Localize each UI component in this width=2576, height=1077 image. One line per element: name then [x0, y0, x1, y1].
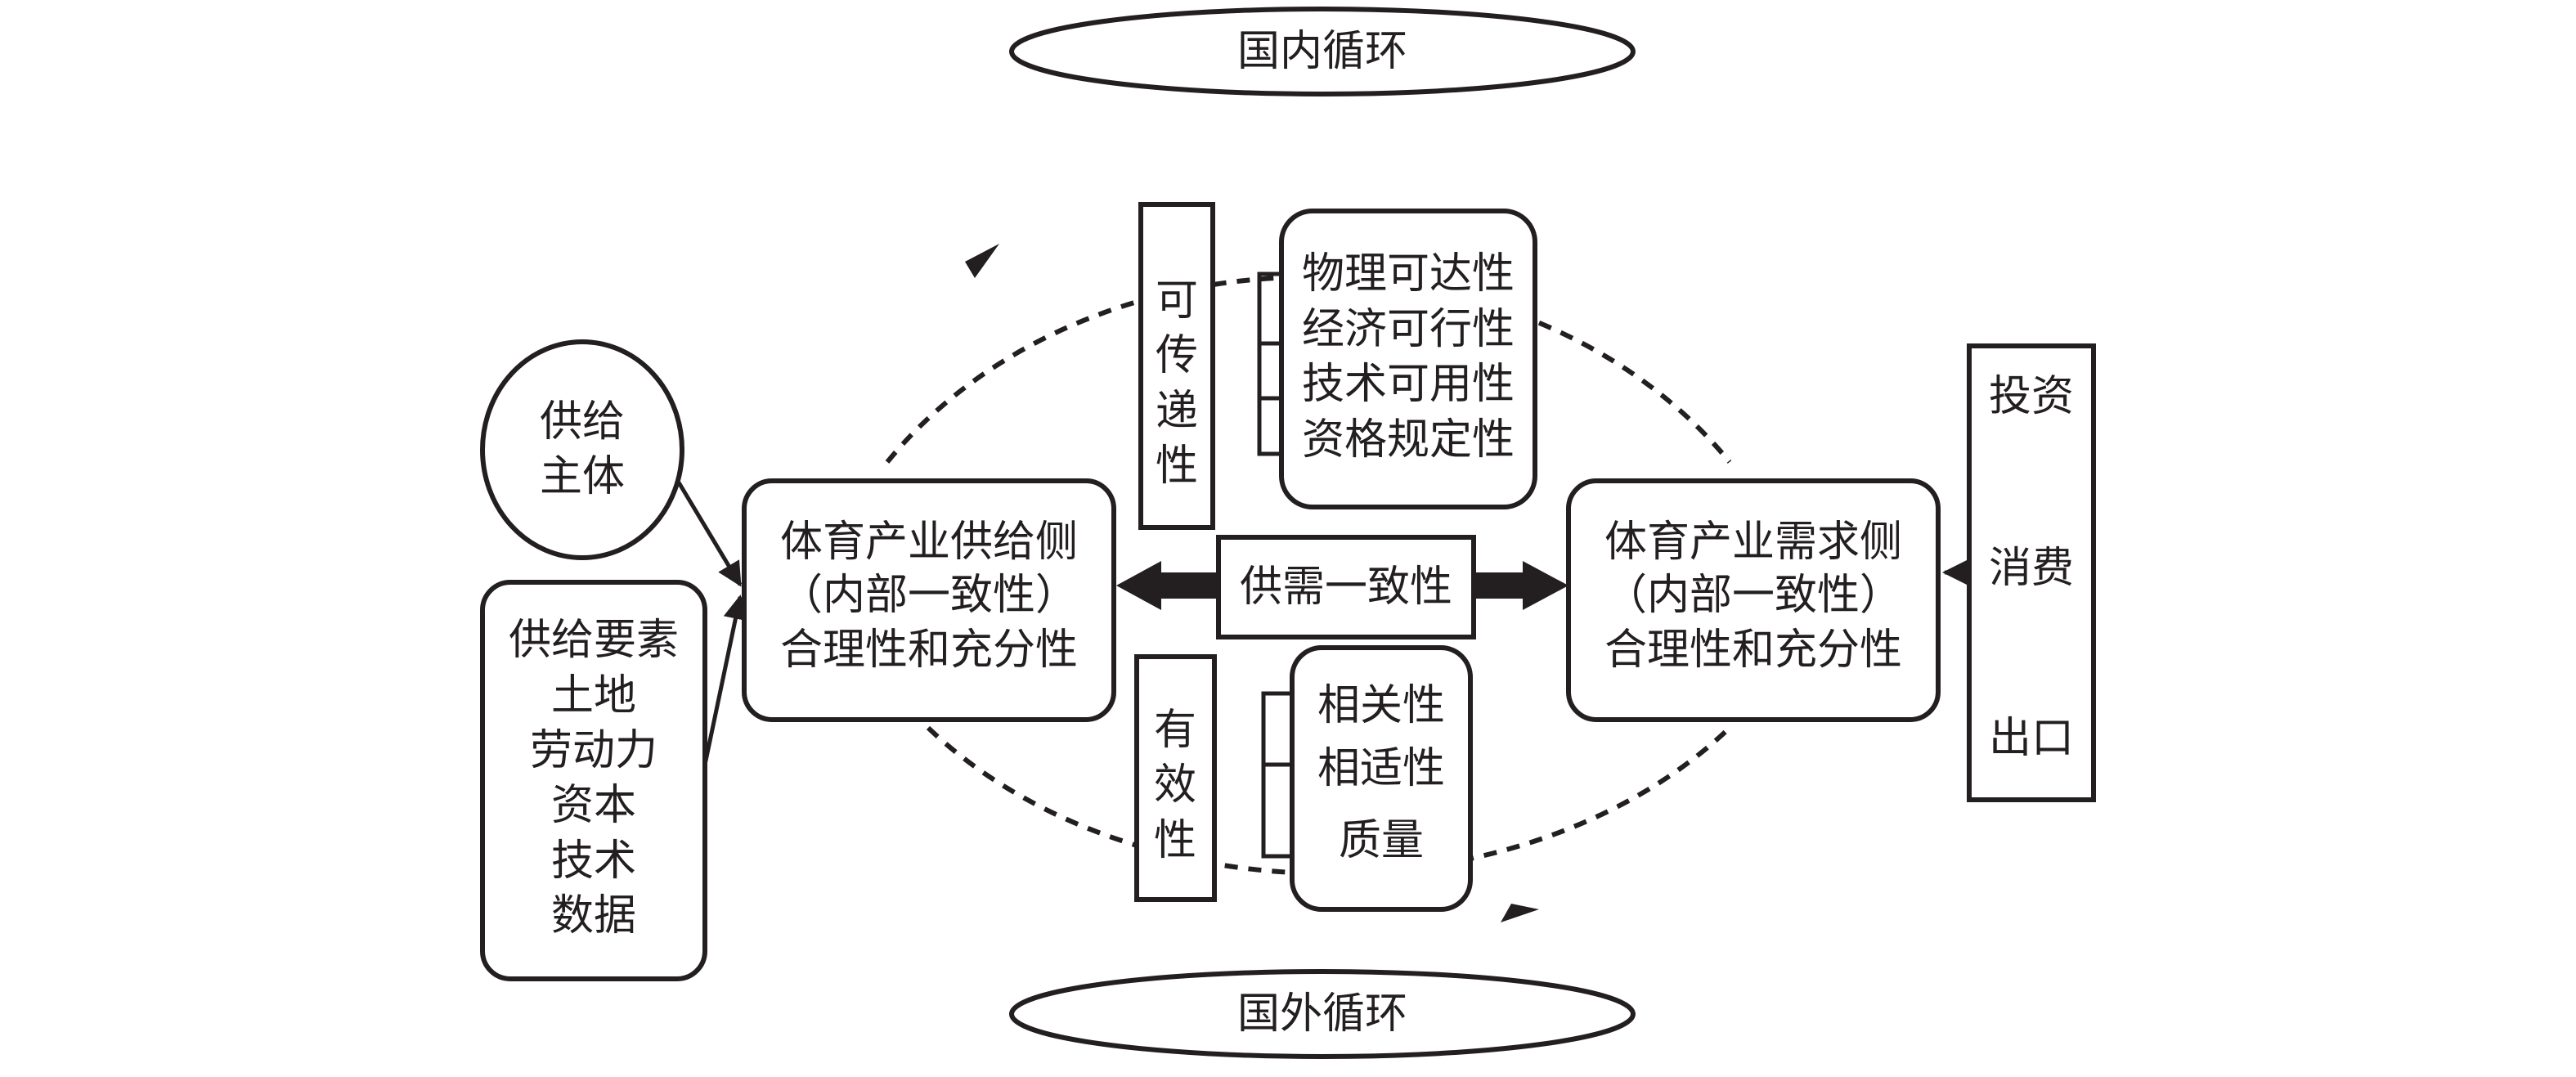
item-technical-usability: 技术可用性: [1302, 360, 1515, 409]
circulation-arrowhead-top: [965, 244, 999, 278]
supply-factor-land: 土地: [551, 671, 636, 720]
supply-subject-line-1: 供给: [540, 397, 625, 447]
item-physical-accessibility: 物理可达性: [1302, 249, 1515, 298]
transmissibility-char-1: 可: [1156, 276, 1198, 325]
consistency-arrowhead-right: [1523, 561, 1568, 610]
effectiveness-char-1: 有: [1154, 706, 1196, 755]
demand-side-subtitle: （内部一致性）: [1604, 571, 1902, 620]
driver-consumption: 消费: [1989, 544, 2074, 593]
arrow-subject-to-supply: [676, 481, 743, 587]
foreign-cycle-label: 国外循环: [1237, 989, 1407, 1039]
transmissibility: 可 传 递 性: [1138, 202, 1215, 530]
supply-side-criteria: 合理性和充分性: [780, 626, 1078, 675]
supply-subject-line-2: 主体: [540, 452, 625, 501]
demand-drivers-box: [1967, 343, 2096, 802]
effectiveness-items-box: [1290, 645, 1473, 912]
domestic-cycle: 国内循环: [1009, 7, 1636, 96]
effectiveness-box: [1134, 654, 1217, 902]
supply-side-title: 体育产业供给侧: [780, 518, 1078, 567]
supply-factors: 供给要素 土地 劳动力 资本 技术 数据: [480, 580, 707, 981]
item-relevance: 相关性: [1317, 681, 1445, 730]
arrow-factors-to-supply: [702, 595, 748, 765]
driver-investment: 投资: [1989, 372, 2074, 421]
circulation-arrowhead-bottom: [1501, 904, 1539, 922]
transmissibility-char-4: 性: [1156, 442, 1198, 491]
consistency-arrow-left-shaft: [1155, 572, 1218, 599]
supply-factor-technology: 技术: [551, 837, 636, 886]
driver-export: 出口: [1989, 714, 2074, 763]
supply-subject-circle: [480, 339, 684, 560]
consistency-box: [1216, 535, 1476, 639]
item-economic-feasibility: 经济可行性: [1302, 305, 1515, 354]
transmissibility-items-box: [1279, 209, 1537, 509]
supply-factors-title: 供给要素: [509, 616, 679, 665]
consistency-label: 供需一致性: [1240, 563, 1452, 612]
supply-side: 体育产业供给侧 （内部一致性） 合理性和充分性: [742, 478, 1116, 722]
transmissibility-char-2: 传: [1156, 331, 1198, 380]
effectiveness-char-3: 性: [1154, 816, 1196, 865]
supply-factor-capital: 资本: [551, 781, 636, 830]
transmissibility-char-3: 递: [1156, 387, 1198, 436]
item-suitability: 相适性: [1317, 744, 1445, 793]
consistency-arrowhead-left: [1116, 561, 1161, 610]
demand-side-criteria: 合理性和充分性: [1604, 626, 1902, 675]
foreign-cycle: 国外循环: [1009, 969, 1636, 1059]
consistency-link: 供需一致性: [1116, 535, 1568, 639]
demand-side-title: 体育产业需求侧: [1604, 518, 1902, 567]
supply-side-subtitle: （内部一致性）: [780, 571, 1078, 620]
transmissibility-box: [1138, 202, 1215, 530]
transmissibility-items: 物理可达性 经济可行性 技术可用性 资格规定性: [1279, 209, 1537, 509]
supply-factors-box: [480, 580, 707, 981]
supply-factor-data: 数据: [551, 891, 636, 940]
domestic-cycle-label: 国内循环: [1237, 27, 1407, 76]
demand-side-box: [1566, 478, 1941, 722]
item-qualification-requirement: 资格规定性: [1302, 415, 1515, 464]
foreign-cycle-ellipse: [1009, 969, 1636, 1059]
effectiveness: 有 效 性: [1134, 654, 1217, 902]
supply-subject: 供给 主体: [480, 339, 684, 560]
demand-drivers: 投资 消费 出口: [1967, 343, 2096, 802]
effectiveness-char-2: 效: [1154, 761, 1196, 810]
supply-factor-labor: 劳动力: [530, 726, 657, 775]
domestic-cycle-ellipse: [1009, 7, 1636, 96]
demand-side: 体育产业需求侧 （内部一致性） 合理性和充分性: [1566, 478, 1941, 722]
effectiveness-items: 相关性 相适性 质量: [1290, 645, 1473, 912]
consistency-arrow-right-shaft: [1472, 572, 1529, 599]
supply-side-box: [742, 478, 1116, 722]
item-quality: 质量: [1339, 816, 1424, 865]
